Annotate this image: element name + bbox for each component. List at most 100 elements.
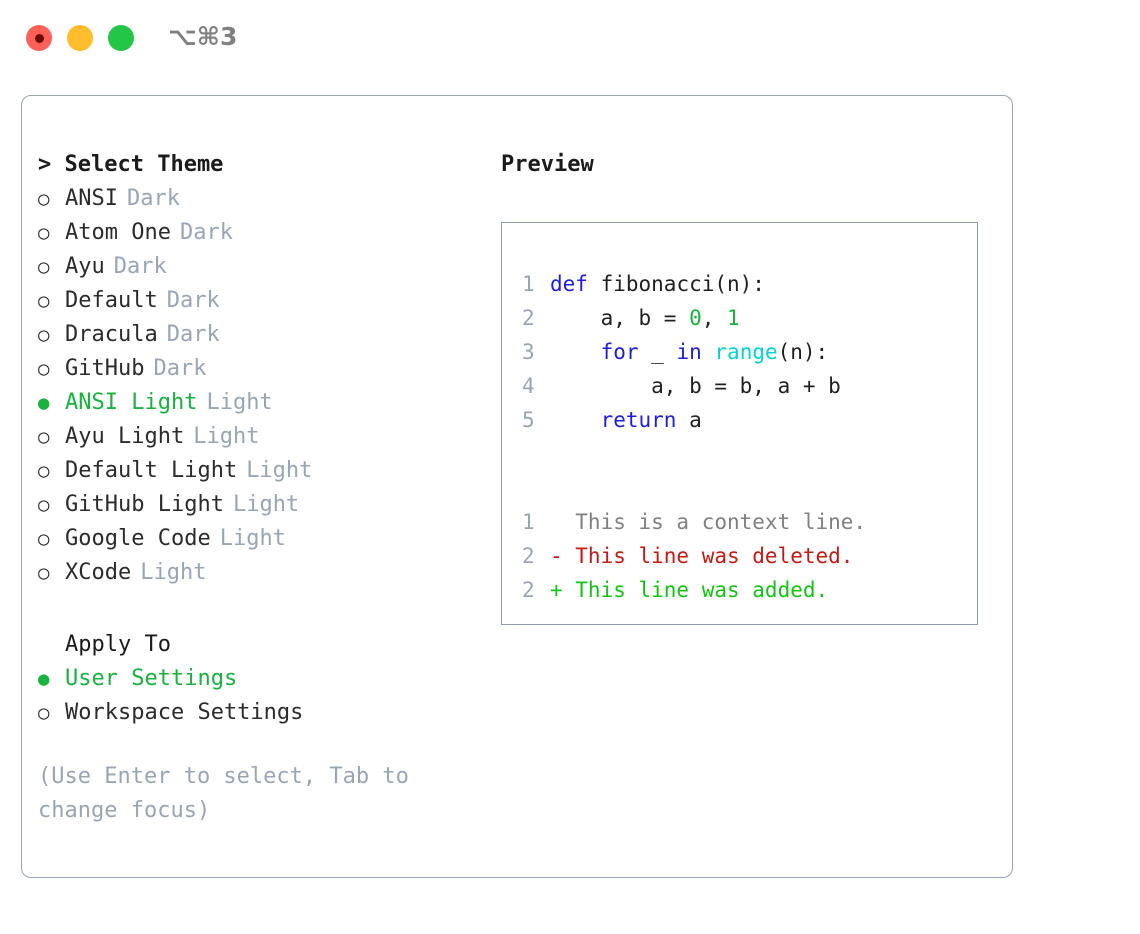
radio-unselected-icon: ○	[38, 460, 50, 482]
apply-to-heading: Apply To	[65, 632, 171, 657]
diff-line: 2+ This line was added.	[522, 573, 977, 607]
code-line-content: a, b = 0, 1	[550, 301, 740, 335]
code-token-plain: (n):	[777, 340, 829, 364]
theme-option-tag: Light	[246, 458, 313, 483]
radio-unselected-icon: ○	[38, 358, 50, 380]
minimize-window-button[interactable]	[67, 25, 93, 51]
theme-option-tag: Light	[232, 492, 300, 517]
radio-unselected-icon: ○	[38, 562, 50, 584]
code-line: 3 for _ in range(n):	[522, 335, 977, 369]
theme-option-default[interactable]: ○ Default Dark	[38, 284, 488, 318]
theme-option-tag: Dark	[166, 322, 220, 347]
code-line-content: return a	[550, 403, 702, 437]
theme-option-atom-one[interactable]: ○ Atom One Dark	[38, 216, 488, 250]
radio-selected-icon: ●	[38, 392, 50, 414]
theme-option-xcode[interactable]: ○ XCode Light	[38, 556, 488, 590]
theme-option-label: Ayu	[65, 254, 105, 279]
code-line: 4 a, b = b, a + b	[522, 369, 977, 403]
theme-option-label: GitHub Light	[65, 492, 224, 517]
code-token-num: 0	[689, 306, 702, 330]
apply-to-option-label: Workspace Settings	[65, 700, 304, 725]
radio-unselected-icon: ○	[38, 324, 50, 346]
theme-option-tag: Dark	[179, 220, 233, 245]
theme-option-label: ANSI	[65, 186, 118, 211]
theme-option-dracula[interactable]: ○ Dracula Dark	[38, 318, 488, 352]
code-line-content: a, b = b, a + b	[550, 369, 841, 403]
code-token-fn: range	[714, 340, 778, 364]
keyboard-hint: (Use Enter to select, Tab to change focu…	[38, 764, 409, 823]
radio-unselected-icon: ○	[38, 256, 50, 278]
traffic-light-group	[26, 25, 134, 51]
code-diff-gap	[522, 437, 977, 471]
code-token-plain: a, b =	[550, 306, 690, 330]
radio-unselected-icon: ○	[38, 290, 50, 312]
theme-option-label: ANSI Light	[65, 390, 198, 415]
code-token-kw: def	[550, 272, 588, 296]
code-token-kw: return	[600, 408, 677, 432]
radio-unselected-icon: ○	[38, 702, 50, 724]
diff-line: 2- This line was deleted.	[522, 539, 977, 573]
theme-option-tag: Light	[219, 526, 286, 551]
radio-unselected-icon: ○	[38, 494, 50, 516]
code-token-plain: fibonacci(n):	[587, 272, 765, 296]
theme-option-label: Dracula	[65, 322, 158, 347]
theme-option-tag: Dark	[166, 288, 220, 313]
code-token-plain: _	[638, 340, 677, 364]
radio-unselected-icon: ○	[38, 426, 50, 448]
theme-option-label: Default	[65, 288, 158, 313]
code-token-plain: a	[676, 408, 702, 432]
theme-option-tag: Dark	[153, 356, 207, 381]
line-number: 4	[522, 374, 535, 398]
apply-to-option-user-settings[interactable]: ● User Settings	[38, 662, 488, 696]
radio-unselected-icon: ○	[38, 528, 50, 550]
apply-to-option-workspace-settings[interactable]: ○ Workspace Settings	[38, 696, 488, 730]
code-line: 1 def fibonacci(n):	[522, 267, 977, 301]
radio-selected-icon: ●	[38, 668, 50, 690]
theme-option-github-light[interactable]: ○ GitHub Light Light	[38, 488, 488, 522]
theme-option-default-light[interactable]: ○ Default Light Light	[38, 454, 488, 488]
code-token-kw: for	[600, 340, 639, 364]
code-token-num: 1	[727, 306, 740, 330]
apply-to-option-label: User Settings	[65, 666, 238, 691]
diff-line: 1 This is a context line.	[522, 505, 977, 539]
theme-option-ayu[interactable]: ○ Ayu Dark	[38, 250, 488, 284]
line-number: 2	[522, 306, 535, 330]
theme-option-tag: Light	[140, 560, 207, 585]
line-number: 2	[522, 544, 535, 568]
diff-block: 1 This is a context line.2- This line wa…	[522, 505, 977, 607]
line-number: 1	[522, 272, 535, 296]
zoom-window-button[interactable]	[108, 25, 134, 51]
close-window-button[interactable]	[26, 25, 52, 51]
code-line: 5 return a	[522, 403, 977, 437]
theme-option-tag: Light	[193, 424, 260, 449]
code-line: 2 a, b = 0, 1	[522, 301, 977, 335]
theme-option-label: XCode	[65, 560, 132, 585]
line-number: 1	[522, 510, 535, 534]
code-line-content: for _ in range(n):	[550, 335, 829, 369]
line-number: 5	[522, 408, 535, 432]
code-token-plain: a, b = b, a + b	[550, 374, 841, 398]
code-line-content: def fibonacci(n):	[550, 267, 765, 301]
theme-option-label: Atom One	[65, 220, 171, 245]
preview-heading: Preview	[501, 152, 594, 177]
code-token-plain	[550, 408, 601, 432]
code-token-plain	[550, 340, 601, 364]
theme-option-label: Default Light	[65, 458, 238, 483]
radio-unselected-icon: ○	[38, 222, 50, 244]
diff-line-content-ctx: This is a context line.	[550, 510, 867, 534]
code-diff-gap-2	[522, 471, 977, 505]
diff-line-content-add: + This line was added.	[550, 578, 829, 602]
theme-option-ayu-light[interactable]: ○ Ayu Light Light	[38, 420, 488, 454]
code-token-plain: ,	[701, 306, 728, 330]
theme-option-tag: Dark	[113, 254, 167, 279]
theme-option-label: Ayu Light	[65, 424, 185, 449]
